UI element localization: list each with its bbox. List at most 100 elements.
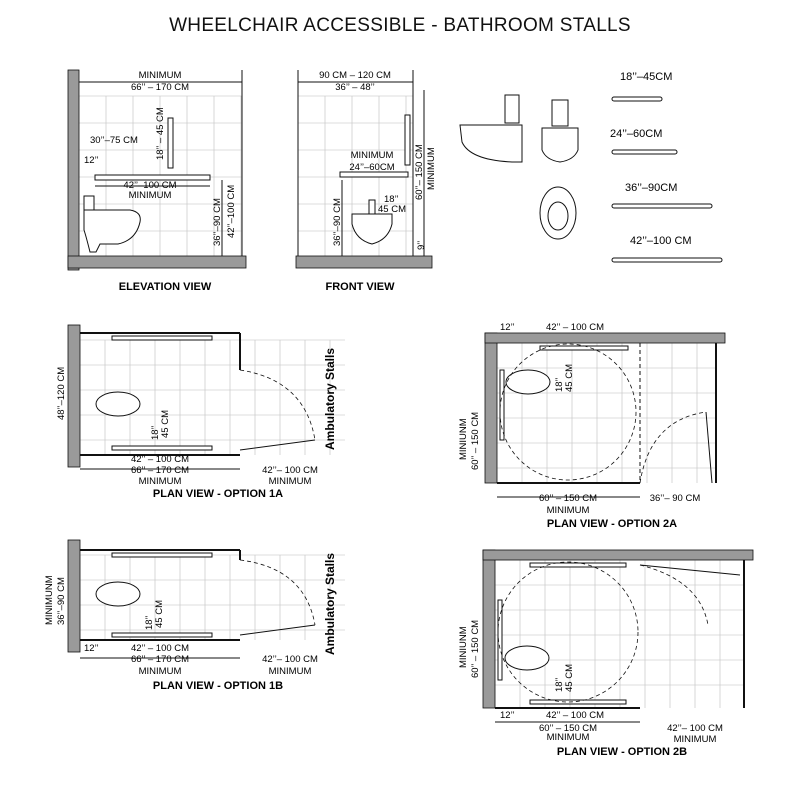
urinal-front-valve-icon (551, 99, 569, 127)
plan-2b-depth-dim: 60’’ – 150 CM (470, 620, 481, 678)
front-floor-dim: 9’’ (416, 241, 427, 250)
plan-1b-bar-spacing: 18’’ (144, 615, 155, 630)
plan-2a-width-min: MINIMUM (547, 505, 590, 516)
plan-2b-width-dim: 60’’ – 150 CM (539, 723, 597, 734)
elevation-floor (67, 255, 247, 269)
plan-2b-caption: PLAN VIEW - OPTION 2B (557, 746, 687, 758)
plan-1b-wall-dim: 12’’ (84, 643, 99, 654)
front-side-dim: 18’’ (384, 194, 399, 205)
elevation-height-dim: 30’’–75 CM (90, 135, 138, 146)
grab-bar-catalog: 18’’–45CM 24’’–60CM 36’’–90CM 42’’–100 C… (610, 71, 723, 263)
grab-bar-3 (611, 203, 713, 209)
plan-1b-door-swing (239, 559, 316, 626)
elevation-vertical-grab-bar (167, 117, 174, 169)
front-flush-valve-icon (368, 199, 376, 215)
grab-bar-4 (611, 257, 723, 263)
plan-2a-back-wall (484, 332, 726, 344)
plan-2a-door (705, 411, 713, 484)
elevation-flush-valve-icon (83, 195, 95, 211)
elevation-horizontal-grab-bar (94, 174, 211, 181)
plan-view-1a: 48’’–120 CM 18’’ 45 CM 42’’ – 100 CM 66’… (56, 324, 345, 500)
plan-1b-back-wall (67, 539, 81, 653)
front-width-dim: 90 CM – 120 CM (319, 70, 391, 81)
plan-1a-door-swing (239, 369, 316, 441)
elevation-view: MINIMUM 66’’ – 170 CM 42’’–100 CM MINIMU… (67, 69, 247, 293)
plan-1b-bar-spacing-cm: 45 CM (154, 600, 165, 628)
bar-label-3: 36’’–90CM (625, 182, 677, 194)
plan-2a-bar-spacing-cm: 45 CM (564, 364, 575, 392)
plan-2a-depth-min: MINIUNM (458, 418, 469, 460)
elevation-side-wall (67, 69, 80, 271)
plan-2b-grab-bar-back (529, 562, 627, 568)
plan-1b-door-dim: 42’’– 100 CM (262, 654, 318, 665)
elevation-bar-h1: 36’’–90 CM (212, 198, 223, 246)
plan-1a-back-wall (67, 324, 81, 468)
front-view-caption: FRONT VIEW (325, 281, 395, 293)
plan-1b-door-min: MINIMUM (269, 666, 312, 677)
plan-2b-width-min: MINIMUM (547, 732, 590, 743)
plan-1a-grab-bar-bottom (111, 445, 213, 451)
plan-1a-width-dim: 48’’–120 CM (56, 367, 67, 420)
front-depth-dim: 60’’– 150 CM (414, 144, 425, 200)
plan-2a-bar-spacing: 18’’ (554, 377, 565, 392)
elevation-bar-length: 42’’–100 CM (123, 180, 176, 191)
grab-bar-2 (611, 149, 678, 155)
plan-1a-door-min: MINIMUM (269, 476, 312, 487)
plan-2b-grab-bar-front (529, 699, 627, 705)
front-minimum: MINIMUM (351, 150, 394, 161)
plan-2b-door (639, 564, 741, 576)
plan-2a-width-dim: 60’’ – 150 CM (539, 493, 597, 504)
plan-1b-width-min: MINIMUNM (44, 575, 55, 625)
elevation-toilet-icon (83, 209, 141, 253)
plan-1b-door (239, 624, 316, 636)
plan-2b-toilet-icon (504, 645, 550, 671)
bar-label-4: 42’’–100 CM (630, 235, 692, 247)
plan-2b-wall-dim: 12’’ (500, 710, 515, 721)
front-vertical-grab-bar (404, 114, 411, 166)
plan-2b-door-dim: 42’’– 100 CM (667, 723, 723, 734)
plan-1a-side-label: Ambulatory Stalls (323, 348, 337, 450)
front-floor (295, 255, 433, 269)
front-depth-min: MINIMUM (426, 147, 437, 190)
plan-2b-bar-spacing: 18’’ (554, 677, 565, 692)
page-title: WHEELCHAIR ACCESSIBLE - BATHROOM STALLS (169, 15, 631, 36)
plan-2a-toilet-icon (505, 369, 551, 395)
urinal-front-icon (541, 127, 579, 163)
plan-2a-grab-bar-back (539, 345, 629, 351)
plan-1a-caption: PLAN VIEW - OPTION 1A (153, 488, 283, 500)
plan-2b-bar-spacing-cm: 45 CM (564, 664, 575, 692)
elevation-top-dim: 66’’ – 170 CM (131, 82, 189, 93)
plan-1b-bar-dim: 42’’ – 100 CM (131, 643, 189, 654)
plan-2b-bar-dim: 42’’ – 100 CM (546, 710, 604, 721)
fixture-icons (459, 94, 579, 240)
plan-1a-door-dim: 42’’– 100 CM (262, 465, 318, 476)
plan-2b-grab-bar-side (497, 599, 503, 681)
wall-urinal-side-icon (459, 124, 523, 163)
front-height-dim: 36’’–90 CM (332, 198, 343, 246)
elevation-grab-height: 12’’ (84, 155, 99, 166)
bar-label-2: 24’’–60CM (610, 128, 662, 140)
plan-1a-grab-bar-top (111, 335, 213, 341)
front-bar-dim: 24’’–60CM (349, 162, 394, 173)
plan-2a-caption: PLAN VIEW - OPTION 2A (547, 518, 677, 530)
elevation-top-dim-label: MINIMUM (139, 70, 182, 81)
plan-2a-tile-grid (496, 342, 716, 483)
front-width-dim-in: 36’’ – 48’’ (335, 82, 374, 93)
front-view: 90 CM – 120 CM 36’’ – 48’’ MINIMUM 24’’–… (295, 70, 437, 293)
plan-1b-length-min: MINIMUM (139, 666, 182, 677)
plan-1b-caption: PLAN VIEW - OPTION 1B (153, 680, 283, 692)
elevation-view-caption: ELEVATION VIEW (119, 281, 212, 293)
plan-2a-door-swing (639, 411, 707, 484)
plan-1a-bar-dim: 42’’ – 100 CM (131, 454, 189, 465)
plan-1a-door (239, 439, 316, 451)
plan-1b-grab-bar-bottom (111, 632, 213, 638)
plan-2b-door-min: MINIMUM (674, 734, 717, 745)
plan-2b-back-wall (482, 549, 754, 561)
urinal-flush-valve-icon (504, 94, 520, 124)
plan-2a-top-left: 12’’ (500, 322, 515, 333)
plan-2a-top-bar: 42’’ – 100 CM (546, 322, 604, 333)
plan-1a-bar-spacing: 18’’ (150, 425, 161, 440)
plan-1b-width-dim: 36’’–90 CM (56, 577, 67, 625)
front-horizontal-grab-bar (339, 171, 409, 178)
